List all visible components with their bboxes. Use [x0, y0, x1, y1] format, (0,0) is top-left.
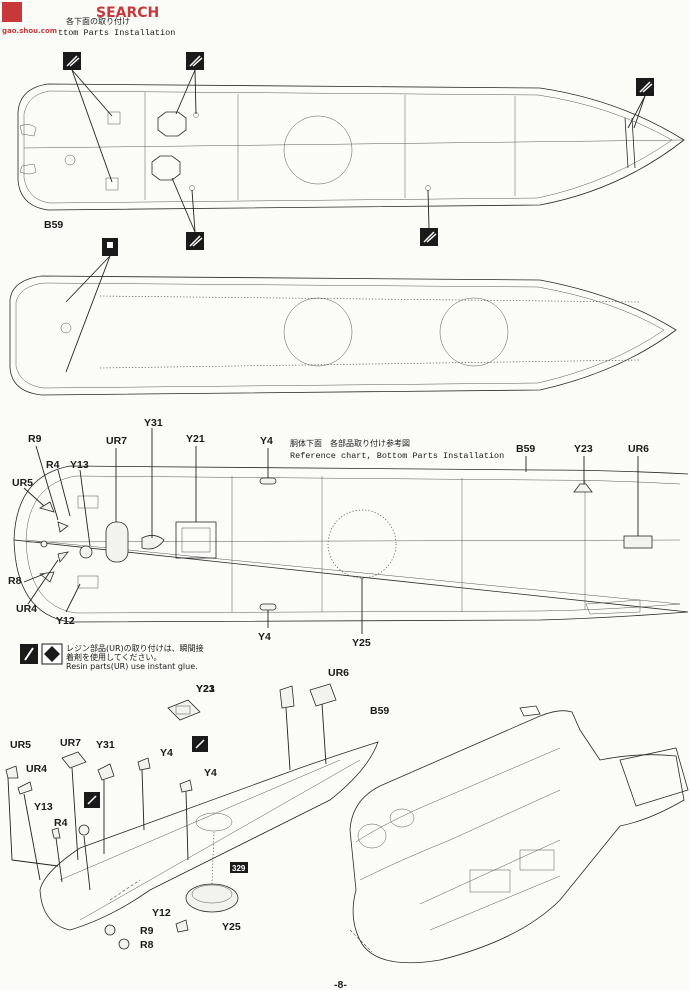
hull-view-1: B59 [17, 52, 685, 250]
watermark-site: gao.shou.com [2, 27, 57, 35]
ref-label-B59: B59 [516, 443, 535, 455]
ref-label-Y13: Y13 [70, 459, 89, 471]
ref-label-UR7: UR7 [106, 435, 127, 447]
watermark-logo: 易 gao.shou.com SEARCH [2, 2, 159, 35]
page-number: -8- [334, 979, 347, 990]
asm-label-UR5: UR5 [10, 739, 31, 751]
asm-label-B59: B59 [370, 705, 389, 717]
ref-label-Y25: Y25 [352, 637, 371, 649]
step-badge [230, 862, 248, 873]
caution-icon [44, 646, 60, 662]
ref-label-Y4-top: Y4 [260, 435, 273, 447]
asm-label-Y4-a: Y4 [160, 747, 173, 759]
asm-label-UR4: UR4 [26, 763, 47, 775]
ref-label-Y12: Y12 [56, 615, 75, 627]
ref-label-Y31: Y31 [144, 417, 163, 429]
resin-glue-note: レジン部品(UR)の取り付けは、瞬間接 着剤を使用してください。 Resin p… [20, 643, 204, 671]
asm-label-Y12: Y12 [152, 907, 171, 919]
asm-label-Y21-visible: Y21 [196, 683, 215, 695]
reference-chart: 胴体下面 各部品取り付け参考図 Reference chart, Bottom … [8, 417, 689, 649]
ref-label-Y21: Y21 [186, 433, 205, 445]
assembly-view: Y23 UR6 Y21 Y21 B59 UR5 UR7 Y31 Y4 Y4 UR… [5, 667, 389, 951]
reference-title-jp: 胴体下面 各部品取り付け参考図 [290, 438, 410, 448]
header-title-jp: 各下面の取り付け [66, 16, 130, 26]
asm-label-R4: R4 [54, 817, 68, 829]
ref-label-UR4: UR4 [16, 603, 37, 615]
ref-label-UR5: UR5 [12, 477, 33, 489]
asm-label-R9: R9 [140, 925, 154, 937]
label-B59-step1: B59 [44, 219, 63, 231]
ref-label-R9: R9 [28, 433, 42, 445]
ref-label-Y23: Y23 [574, 443, 593, 455]
asm-label-Y4-b: Y4 [204, 767, 217, 779]
ref-label-R8: R8 [8, 575, 22, 587]
ref-label-Y4-bottom: Y4 [258, 631, 271, 643]
step-badge-text: 329 [232, 864, 246, 873]
asm-label-UR7: UR7 [60, 737, 81, 749]
fuselage-completed-view [349, 705, 689, 964]
note-jp-line1: レジン部品(UR)の取り付けは、瞬間接 [66, 643, 204, 653]
asm-label-Y13: Y13 [34, 801, 53, 813]
asm-label-Y25: Y25 [222, 921, 241, 933]
asm-label-R8: R8 [140, 939, 154, 951]
note-en: Resin parts(UR) use instant glue. [66, 662, 198, 671]
reference-title-en: Reference chart, Bottom Parts Installati… [290, 451, 504, 461]
ref-label-UR6: UR6 [628, 443, 649, 455]
ref-label-R4: R4 [46, 459, 60, 471]
hull-view-2 [9, 238, 677, 396]
watermark-brand: SEARCH [96, 5, 159, 21]
watermark-logo-text: 易 [4, 4, 19, 22]
note-jp-line2: 着剤を使用してください。 [66, 652, 162, 662]
asm-label-Y23: Y23 [196, 683, 215, 695]
header-title-en: ttom Parts Installation [58, 28, 175, 38]
asm-label-Y31: Y31 [96, 739, 115, 751]
asm-label-UR6: UR6 [328, 667, 349, 679]
